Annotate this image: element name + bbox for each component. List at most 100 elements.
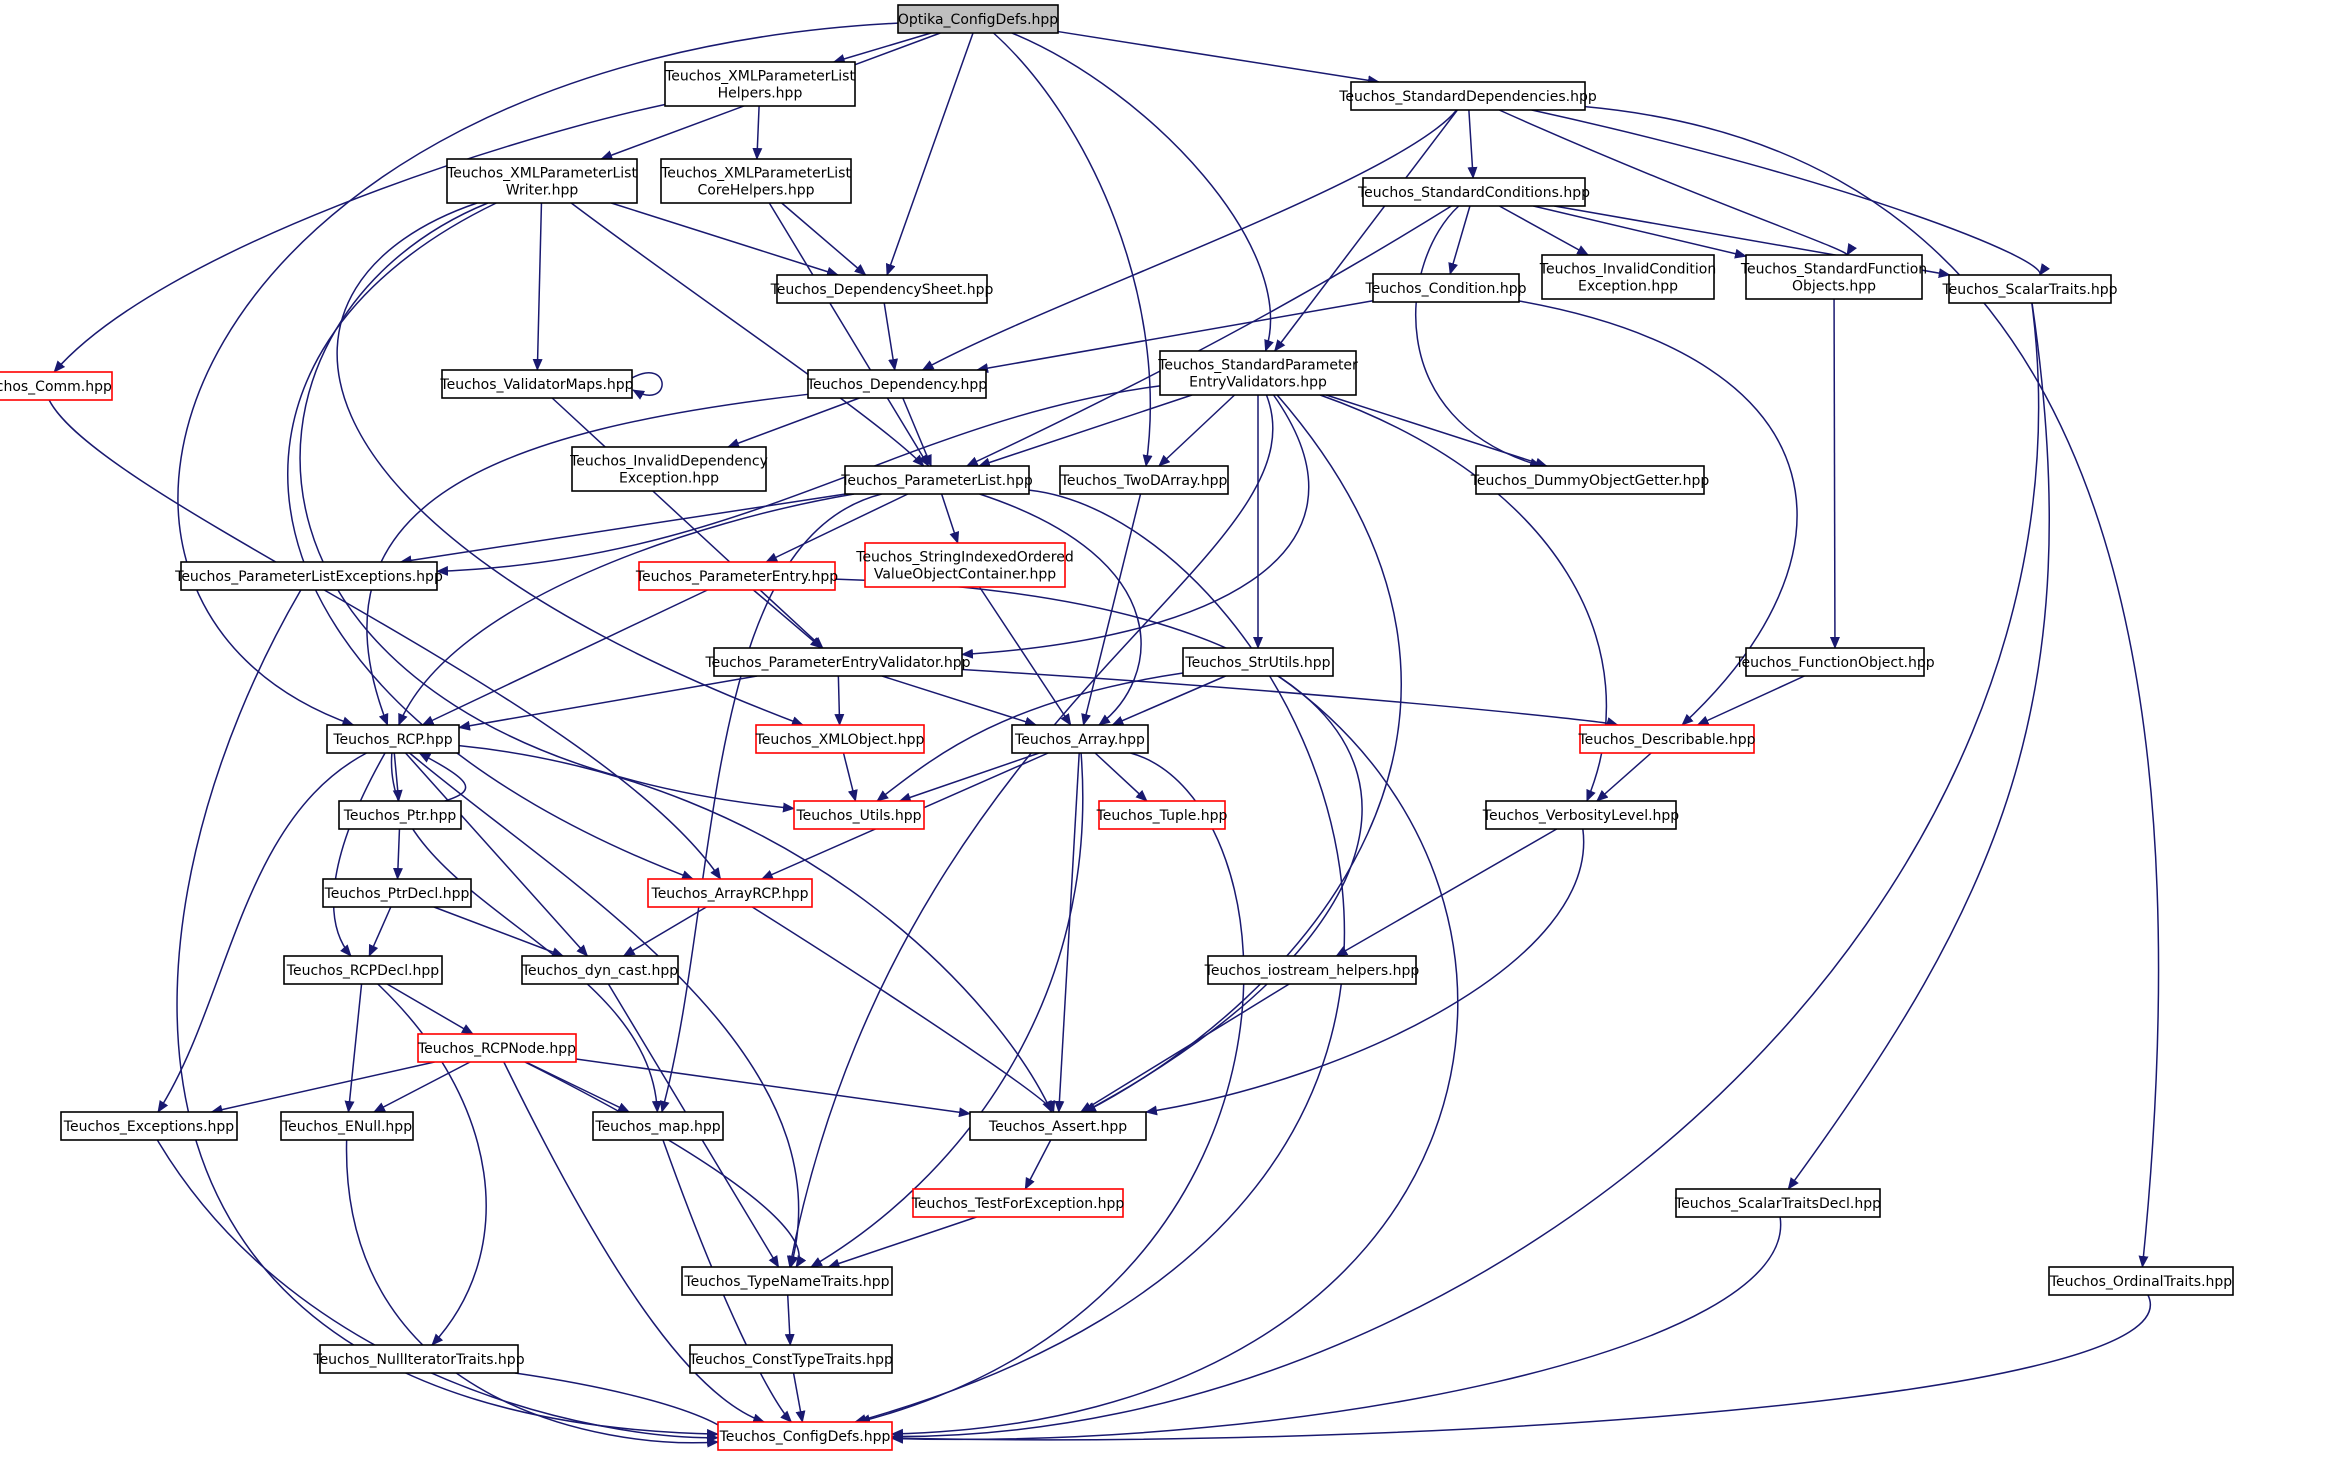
node-pl_exceptions[interactable]: Teuchos_ParameterListExceptions.hpp: [174, 561, 443, 591]
node-box[interactable]: [1159, 350, 1357, 396]
node-dyn_cast[interactable]: Teuchos_dyn_cast.hpp: [521, 955, 679, 985]
node-scalar_traits_decl[interactable]: Teuchos_ScalarTraitsDecl.hpp: [1674, 1188, 1881, 1218]
node-type_name_traits[interactable]: Teuchos_TypeNameTraits.hpp: [681, 1266, 893, 1296]
node-describable[interactable]: Teuchos_Describable.hpp: [1577, 724, 1756, 754]
node-validator_maps[interactable]: Teuchos_ValidatorMaps.hpp: [439, 369, 634, 399]
node-box[interactable]: [713, 647, 963, 677]
node-box[interactable]: [638, 561, 836, 591]
node-box[interactable]: [1948, 274, 2112, 304]
node-box[interactable]: [689, 1344, 893, 1374]
node-xml_object[interactable]: Teuchos_XMLObject.hpp: [755, 724, 925, 754]
node-rcp_node[interactable]: Teuchos_RCPNode.hpp: [417, 1033, 577, 1063]
node-box[interactable]: [1098, 800, 1226, 830]
node-box[interactable]: [844, 465, 1030, 495]
node-pe_validator[interactable]: Teuchos_ParameterEntryValidator.hpp: [704, 647, 971, 677]
node-iostream_helpers[interactable]: Teuchos_iostream_helpers.hpp: [1204, 955, 1420, 985]
node-box[interactable]: [280, 1111, 414, 1141]
node-param_entry[interactable]: Teuchos_ParameterEntry.hpp: [635, 561, 838, 591]
node-box[interactable]: [1011, 724, 1149, 754]
node-box[interactable]: [283, 955, 443, 985]
node-teuchos_configdefs[interactable]: Teuchos_ConfigDefs.hpp: [717, 1421, 893, 1451]
node-box[interactable]: [1372, 273, 1520, 303]
node-box[interactable]: [1350, 81, 1586, 111]
node-box[interactable]: [1182, 647, 1334, 677]
node-box[interactable]: [592, 1111, 724, 1141]
node-two_d_array[interactable]: Teuchos_TwoDArray.hpp: [1059, 465, 1229, 495]
node-box[interactable]: [664, 61, 856, 107]
node-box[interactable]: [417, 1033, 577, 1063]
node-const_type_traits[interactable]: Teuchos_ConstTypeTraits.hpp: [688, 1344, 893, 1374]
node-box[interactable]: [180, 561, 438, 591]
node-assert[interactable]: Teuchos_Assert.hpp: [969, 1111, 1147, 1141]
node-param_list[interactable]: Teuchos_ParameterList.hpp: [840, 465, 1033, 495]
node-null_iter[interactable]: Teuchos_NullIteratorTraits.hpp: [312, 1344, 525, 1374]
node-box[interactable]: [1675, 1188, 1881, 1218]
node-exceptions[interactable]: Teuchos_Exceptions.hpp: [60, 1111, 238, 1141]
node-box[interactable]: [681, 1266, 893, 1296]
node-box[interactable]: [1475, 465, 1705, 495]
node-ptr_decl[interactable]: Teuchos_PtrDecl.hpp: [322, 878, 472, 908]
node-box[interactable]: [0, 371, 113, 401]
node-dummy_getter[interactable]: Teuchos_DummyObjectGetter.hpp: [1470, 465, 1710, 495]
node-box[interactable]: [441, 369, 633, 399]
node-box[interactable]: [1059, 465, 1229, 495]
node-box[interactable]: [969, 1111, 1147, 1141]
node-box[interactable]: [1579, 724, 1755, 754]
node-box[interactable]: [1207, 955, 1417, 985]
node-box[interactable]: [1745, 647, 1925, 677]
node-std_conditions[interactable]: Teuchos_StandardConditions.hpp: [1357, 177, 1590, 207]
node-box[interactable]: [319, 1344, 519, 1374]
node-scalar_traits[interactable]: Teuchos_ScalarTraits.hpp: [1941, 274, 2118, 304]
node-rcp_decl[interactable]: Teuchos_RCPDecl.hpp: [283, 955, 443, 985]
node-box[interactable]: [446, 158, 638, 204]
node-box[interactable]: [1362, 177, 1586, 207]
node-utils[interactable]: Teuchos_Utils.hpp: [793, 800, 925, 830]
node-box[interactable]: [647, 878, 813, 908]
node-box[interactable]: [897, 4, 1059, 34]
node-comm[interactable]: Teuchos_Comm.hpp: [0, 371, 113, 401]
node-box[interactable]: [326, 724, 460, 754]
node-condition[interactable]: Teuchos_Condition.hpp: [1365, 273, 1527, 303]
node-box[interactable]: [1541, 254, 1715, 300]
node-box[interactable]: [864, 542, 1066, 588]
node-test_for_exc[interactable]: Teuchos_TestForException.hpp: [911, 1188, 1125, 1218]
node-box[interactable]: [1485, 800, 1677, 830]
node-optika_configdefs[interactable]: Optika_ConfigDefs.hpp: [897, 4, 1059, 34]
node-box[interactable]: [1745, 254, 1923, 300]
node-box[interactable]: [793, 800, 925, 830]
node-std_deps[interactable]: Teuchos_StandardDependencies.hpp: [1338, 81, 1597, 111]
node-tuple[interactable]: Teuchos_Tuple.hpp: [1096, 800, 1228, 830]
node-rcp[interactable]: Teuchos_RCP.hpp: [326, 724, 460, 754]
node-box[interactable]: [571, 446, 767, 492]
node-map[interactable]: Teuchos_map.hpp: [592, 1111, 724, 1141]
node-array[interactable]: Teuchos_Array.hpp: [1011, 724, 1149, 754]
node-box[interactable]: [755, 724, 925, 754]
node-box[interactable]: [717, 1421, 893, 1451]
node-array_rcp[interactable]: Teuchos_ArrayRCP.hpp: [647, 878, 813, 908]
node-ptr[interactable]: Teuchos_Ptr.hpp: [338, 800, 462, 830]
node-enull[interactable]: Teuchos_ENull.hpp: [280, 1111, 414, 1141]
node-box[interactable]: [2048, 1266, 2234, 1296]
node-box[interactable]: [776, 274, 988, 304]
node-function_object[interactable]: Teuchos_FunctionObject.hpp: [1734, 647, 1935, 677]
node-dep_sheet[interactable]: Teuchos_DependencySheet.hpp: [770, 274, 994, 304]
node-ordinal_traits[interactable]: Teuchos_OrdinalTraits.hpp: [2048, 1266, 2234, 1296]
node-std_pev[interactable]: Teuchos_StandardParameterEntryValidators…: [1157, 350, 1358, 396]
node-box[interactable]: [521, 955, 679, 985]
node-box[interactable]: [60, 1111, 238, 1141]
node-box[interactable]: [338, 800, 462, 830]
node-box[interactable]: [322, 878, 472, 908]
node-verbosity[interactable]: Teuchos_VerbosityLevel.hpp: [1482, 800, 1680, 830]
node-sioc[interactable]: Teuchos_StringIndexedOrderedValueObjectC…: [855, 542, 1074, 588]
node-box[interactable]: [807, 369, 987, 399]
node-dependency[interactable]: Teuchos_Dependency.hpp: [806, 369, 987, 399]
node-box[interactable]: [660, 158, 852, 204]
node-str_utils[interactable]: Teuchos_StrUtils.hpp: [1182, 647, 1334, 677]
node-box[interactable]: [912, 1188, 1124, 1218]
